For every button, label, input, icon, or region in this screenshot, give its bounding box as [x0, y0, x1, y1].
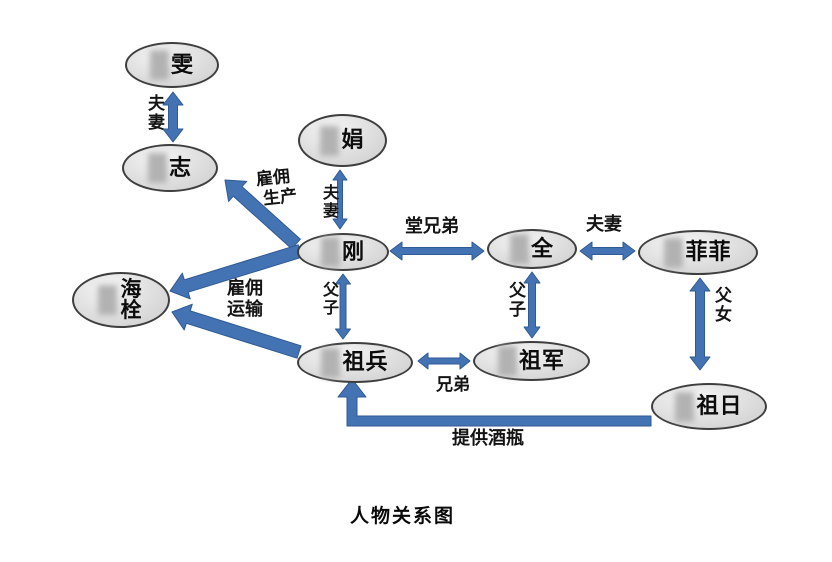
edge-arrow-gang-zhi [224, 179, 301, 250]
redaction-blur [97, 285, 117, 315]
edge-label-line: 雇佣 [227, 278, 263, 298]
edge-label-tangxiongdi: 堂兄弟 [405, 216, 459, 236]
node-haishuan: 海栓 [72, 272, 170, 328]
node-label: 雯 [170, 51, 194, 77]
node-feifei: 菲菲 [638, 230, 758, 275]
node-label: 志 [168, 154, 192, 180]
edge-label-guyong-shengchan: 雇佣 生产 [255, 166, 298, 209]
node-zubing: 祖兵 [297, 342, 413, 383]
node-label: 娟 [341, 127, 365, 153]
node-label: 祖军 [518, 347, 565, 373]
edge-label-xiongdi: 兄弟 [436, 375, 470, 394]
edge-arrow-quan-feifei [579, 241, 636, 261]
edge-arrow-feifei-zuri [689, 277, 711, 371]
redaction-blur [664, 237, 684, 268]
edge-arrow-zuri-zubing [337, 378, 652, 427]
node-zhi: 志 [122, 144, 218, 192]
redaction-blur [497, 346, 517, 376]
edge-label-tigong-jiuping: 提供酒瓶 [452, 428, 524, 448]
edge-arrow-zubing-haishuan [171, 303, 302, 359]
node-label: 祖兵 [342, 349, 389, 375]
edge-arrow-gang-zubing [335, 273, 351, 340]
edge-arrow-gang-quan [389, 241, 485, 261]
node-zujun: 祖军 [473, 341, 590, 381]
redaction-blur [147, 153, 167, 183]
node-label: 刚 [341, 238, 365, 264]
edge-label-fuqi-quan-feifei: 夫妻 [586, 214, 622, 234]
node-quan: 全 [487, 229, 577, 269]
redaction-blur [321, 347, 341, 378]
edge-label-line: 生产 [262, 185, 298, 208]
edge-arrow-gang-haishuan [169, 244, 303, 300]
node-label: 祖日 [696, 393, 743, 419]
node-label: 全 [530, 235, 554, 261]
node-zuri: 祖日 [651, 383, 767, 430]
edge-label-fuzi-quan-zujun: 父子 [506, 281, 525, 319]
edge-label-fuzi-gang-zubing: 父子 [320, 281, 337, 317]
node-label: 菲菲 [685, 239, 732, 265]
node-label: 海栓 [120, 277, 143, 322]
edge-arrow-quan-zujun [523, 271, 541, 339]
edge-label-guyong-yunshu: 雇佣 运输 [227, 278, 263, 319]
edge-label-fuqi-juan-gang: 夫妻 [320, 184, 337, 220]
edge-label-funv: 父女 [712, 286, 731, 324]
edge-arrow-wen-zhi [162, 91, 184, 143]
edge-arrow-juan-gang [332, 169, 348, 230]
redaction-blur [320, 125, 340, 156]
node-juan: 娟 [298, 114, 387, 167]
redaction-blur [149, 50, 169, 80]
edge-label-line: 运输 [227, 298, 263, 319]
node-wen: 雯 [125, 42, 219, 88]
node-gang: 刚 [297, 233, 389, 271]
redaction-blur [320, 237, 340, 267]
diagram-title: 人物关系图 [350, 506, 456, 527]
edge-label-fuqi-wen-zhi: 夫妻 [145, 94, 164, 132]
redaction-blur [675, 391, 695, 422]
redaction-blur [509, 234, 529, 264]
edge-arrow-zubing-zujun [417, 352, 471, 370]
